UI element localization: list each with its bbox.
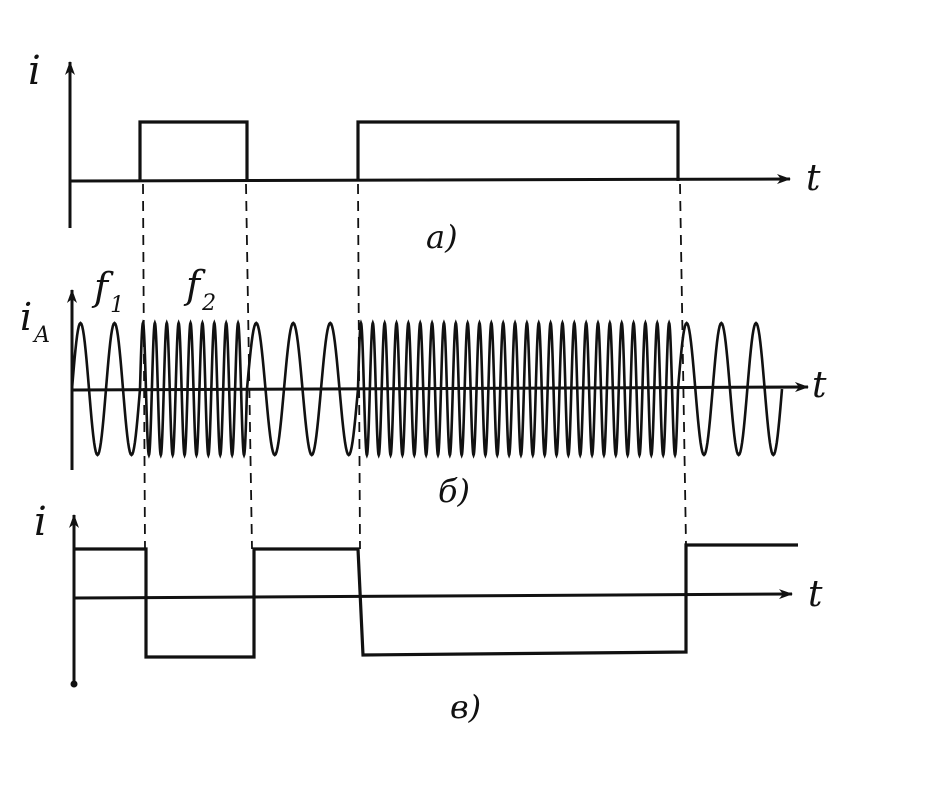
panel-a-caption: а) (426, 218, 458, 256)
dashed-guide-4 (679, 183, 687, 546)
panel-b: iA f1 f2 t б) (20, 263, 827, 510)
dashed-guide-3 (357, 183, 361, 550)
panel-a-y-label: i (28, 48, 41, 94)
panel-a-x-axis (69, 174, 791, 185)
panel-c-y-axis-end (70, 680, 78, 688)
panel-b-y-label: iA (20, 295, 50, 348)
panel-a-pulse-1 (138, 120, 249, 181)
panel-a-pulse-2 (356, 120, 680, 181)
panel-b-y-label-main: i (20, 295, 32, 339)
f2-label-sub: 2 (201, 291, 216, 316)
panel-c-y-label: i (34, 499, 47, 545)
panel-c-x-axis (73, 589, 793, 600)
panel-b-fsk-waveform (70, 319, 784, 459)
panel-a-x-label: t (806, 158, 821, 199)
f1-label-sub: 1 (110, 293, 124, 318)
panel-c: i t в) (34, 499, 823, 726)
panel-b-x-label: t (812, 365, 827, 406)
panel-a: i t а) (28, 48, 821, 256)
panel-c-x-label: t (808, 574, 823, 615)
dashed-guides (142, 183, 687, 550)
panel-b-caption: б) (438, 472, 470, 510)
dashed-guide-1 (142, 183, 146, 550)
panel-c-signal (74, 543, 798, 659)
dashed-guide-2 (245, 183, 253, 550)
f1-label: f1 (91, 265, 124, 318)
panel-b-y-label-sub: A (32, 323, 50, 348)
f2-label: f2 (183, 263, 216, 316)
panel-c-caption: в) (450, 688, 481, 726)
